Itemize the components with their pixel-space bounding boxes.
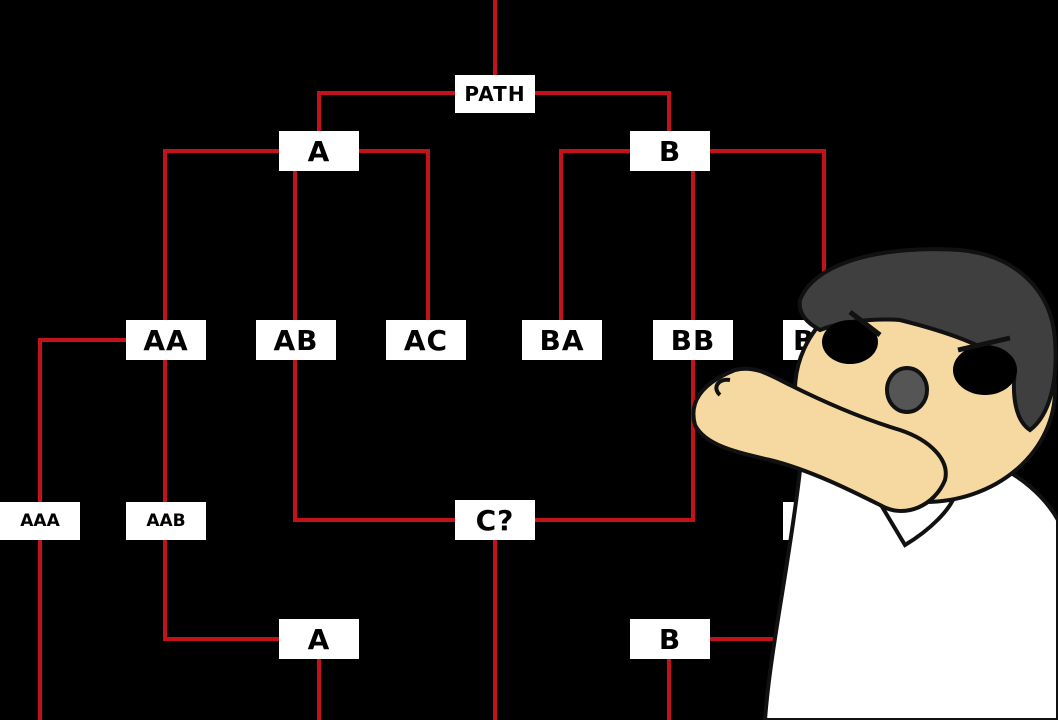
edge-path-b: [533, 91, 671, 133]
node-c: C?: [455, 500, 535, 540]
node-a2: A: [279, 619, 359, 659]
node-b: B: [630, 131, 710, 171]
left-eyebrow: [848, 310, 882, 337]
node-ac: AC: [386, 320, 466, 360]
edge-b-ba: [559, 149, 632, 322]
left-eye: [822, 320, 878, 364]
edge-aab-a2: [163, 538, 281, 641]
edge-aa-aaa: [38, 338, 128, 504]
node-bb: BB: [653, 320, 733, 360]
arm: [691, 366, 948, 513]
right-eye: [953, 345, 1017, 395]
edge-ab-c: [293, 358, 457, 522]
node-aa: AA: [126, 320, 206, 360]
edge-a-aa: [163, 149, 281, 322]
node-aab: AAB: [126, 502, 206, 540]
node-path: PATH: [455, 75, 535, 113]
thumb: [714, 377, 731, 397]
edge-path-a: [317, 91, 457, 133]
node-aaa: AAA: [0, 502, 80, 540]
edge-a-ac: [357, 149, 430, 322]
edge-b-bc: [708, 149, 826, 322]
node-ab: AB: [256, 320, 336, 360]
node-a: A: [279, 131, 359, 171]
node-b2: B: [630, 619, 710, 659]
right-eyebrow: [957, 335, 1011, 353]
node-ba: BA: [522, 320, 602, 360]
mouth: [885, 366, 929, 414]
